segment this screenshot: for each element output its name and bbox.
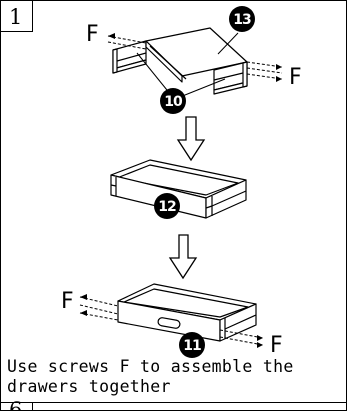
down-arrow-icon bbox=[176, 116, 206, 162]
svg-text:10: 10 bbox=[164, 94, 183, 110]
screw-arrow bbox=[276, 76, 282, 82]
screw-arrow bbox=[80, 294, 87, 300]
step-number-box bbox=[0, 0, 33, 32]
screw-arrow bbox=[257, 342, 263, 348]
down-arrow-icon bbox=[168, 234, 198, 280]
top-panel bbox=[145, 27, 248, 83]
screw-arrow bbox=[257, 335, 263, 341]
screw-arrow bbox=[80, 310, 87, 316]
part-badge-12: 12 bbox=[154, 193, 180, 219]
drawer-illustration bbox=[117, 283, 257, 342]
exploded-parts-illustration bbox=[112, 27, 248, 95]
part-badge-10: 10 bbox=[160, 88, 186, 114]
left-side-panel bbox=[112, 40, 147, 74]
svg-text:11: 11 bbox=[183, 338, 201, 354]
screw-label-f: F bbox=[270, 333, 283, 358]
step-instruction: Use screws F to assemble the drawers tog… bbox=[7, 357, 294, 396]
step-number: 1 bbox=[9, 5, 22, 29]
screw-arrows-stage3 bbox=[80, 294, 263, 348]
part-badge-13: 13 bbox=[229, 6, 255, 32]
drawer-handle bbox=[157, 317, 181, 329]
right-side-panel bbox=[213, 61, 248, 95]
next-step-border bbox=[0, 402, 347, 411]
part-10-leaders bbox=[136, 32, 239, 98]
screw-arrow bbox=[276, 64, 282, 70]
svg-text:13: 13 bbox=[233, 12, 251, 28]
next-step-number: 6 bbox=[9, 398, 22, 411]
screw-label-f: F bbox=[289, 65, 302, 90]
screw-arrow bbox=[108, 33, 115, 39]
part-badge-11: 11 bbox=[179, 332, 205, 358]
screw-label-f: F bbox=[86, 22, 99, 47]
screw-arrows-stage1 bbox=[108, 33, 282, 82]
screw-label-f: F bbox=[61, 289, 74, 314]
svg-text:12: 12 bbox=[158, 199, 176, 215]
